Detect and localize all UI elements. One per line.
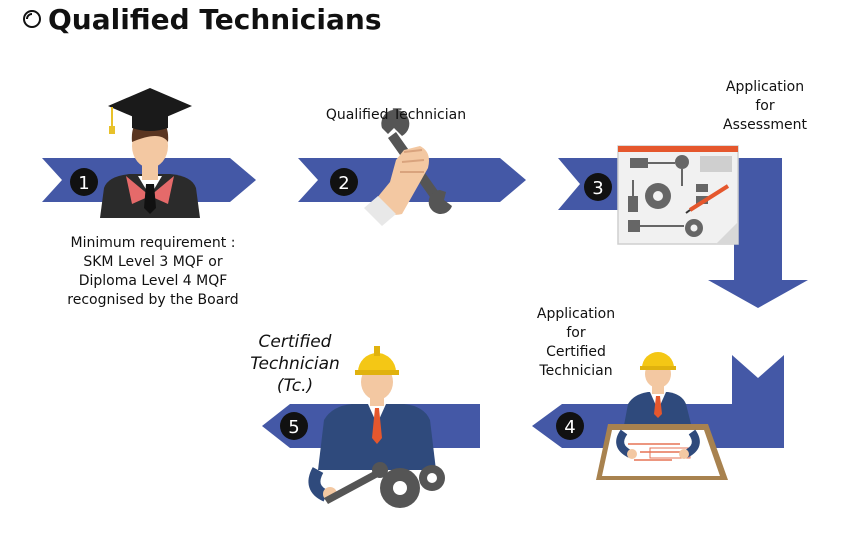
title-bar: Qualified Technicians bbox=[22, 2, 381, 36]
label-line: recognised by the Board bbox=[67, 292, 239, 308]
step-1-label: Minimum requirement : SKM Level 3 MQF or… bbox=[48, 234, 258, 310]
bullet-icon bbox=[23, 10, 41, 28]
label-line: for bbox=[566, 325, 586, 341]
label-line: (Tc.) bbox=[276, 376, 314, 396]
label-line: Application bbox=[725, 79, 805, 95]
step-3-number: 3 bbox=[592, 178, 603, 199]
label-line: SKM Level 3 MQF or bbox=[83, 254, 223, 270]
step-5-label: Certified Technician (Tc.) bbox=[230, 331, 360, 397]
label-line: Technician bbox=[539, 363, 613, 379]
blueprint-icon bbox=[617, 145, 739, 245]
step-2-number: 2 bbox=[338, 173, 349, 194]
certified-engineer-icon bbox=[308, 346, 445, 508]
page-title: Qualified Technicians bbox=[48, 2, 382, 36]
step-2-label: Qualified Technician bbox=[306, 106, 486, 125]
label-line: Certified bbox=[546, 344, 606, 360]
label-line: Diploma Level 4 MQF bbox=[78, 273, 228, 289]
step-4-label: Application for Certified Technician bbox=[516, 305, 636, 381]
step-4-arrow bbox=[532, 355, 784, 448]
label-line: Qualified Technician bbox=[325, 107, 467, 123]
label-line: Assessment bbox=[723, 117, 807, 133]
step-4-number: 4 bbox=[564, 417, 575, 438]
step-5-number: 5 bbox=[288, 417, 299, 438]
step-1-badge: 1 bbox=[70, 168, 98, 196]
label-line: Minimum requirement : bbox=[70, 235, 236, 251]
wrench-hand-icon bbox=[364, 109, 452, 226]
step-1-number: 1 bbox=[78, 173, 89, 194]
step-4-badge: 4 bbox=[556, 412, 584, 440]
graduate-icon bbox=[100, 88, 200, 218]
engineer-drafting-icon bbox=[596, 352, 728, 480]
label-line: for bbox=[755, 98, 775, 114]
step-2-badge: 2 bbox=[330, 168, 358, 196]
step-5-badge: 5 bbox=[280, 412, 308, 440]
label-line: Technician bbox=[250, 354, 340, 374]
step-3-badge: 3 bbox=[584, 173, 612, 201]
label-line: Application bbox=[536, 306, 616, 322]
label-line: Certified bbox=[258, 332, 332, 352]
step-3-label: Application for Assessment bbox=[706, 78, 824, 135]
